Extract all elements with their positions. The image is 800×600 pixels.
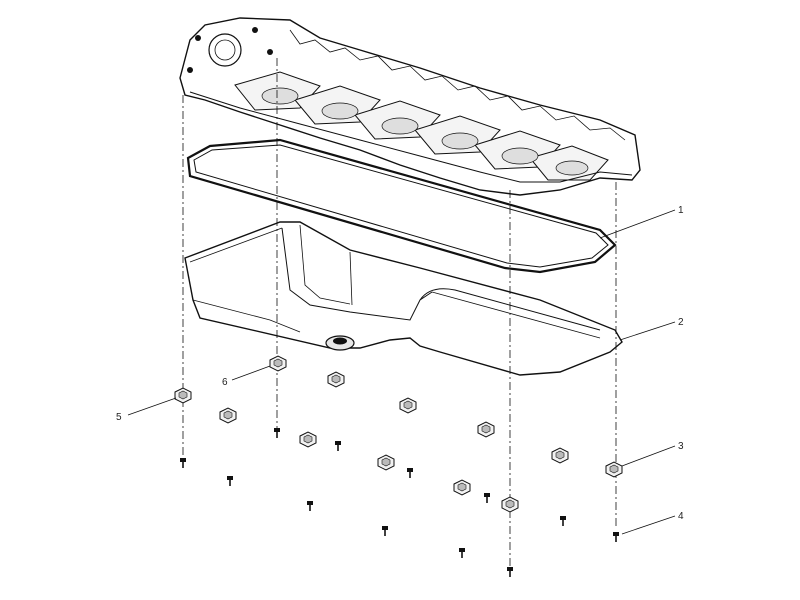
bolt (334, 440, 342, 452)
clip (551, 447, 569, 464)
bolt (612, 531, 620, 543)
bolt (306, 500, 314, 512)
callout-4: 4 (678, 511, 684, 522)
bolt (226, 475, 234, 487)
clip (327, 371, 345, 388)
oil-pan-gasket (186, 138, 617, 274)
clip (174, 387, 192, 404)
bolt (179, 457, 187, 469)
bolt (273, 427, 281, 439)
bolt (458, 547, 466, 559)
clip (219, 407, 237, 424)
clip (377, 454, 395, 471)
callout-2: 2 (678, 317, 684, 328)
oil-pan (184, 221, 623, 376)
callout-3: 3 (678, 441, 684, 452)
bolt (381, 525, 389, 537)
clip (501, 496, 519, 513)
callout-labels: 1 2 3 4 5 6 (116, 205, 684, 522)
clip (477, 421, 495, 438)
engine-block (179, 17, 641, 196)
isolator-clips (174, 355, 623, 513)
clip (399, 397, 417, 414)
clip (269, 355, 287, 372)
clip (605, 461, 623, 478)
bolt (483, 492, 491, 504)
bolt (506, 566, 514, 578)
callout-leaders (127, 209, 676, 535)
callout-5: 5 (116, 412, 122, 423)
clip (299, 431, 317, 448)
bolts (179, 427, 620, 578)
callout-6: 6 (222, 377, 228, 388)
bolt (406, 467, 414, 479)
bolt (559, 515, 567, 527)
clip (453, 479, 471, 496)
callout-1: 1 (678, 205, 684, 216)
